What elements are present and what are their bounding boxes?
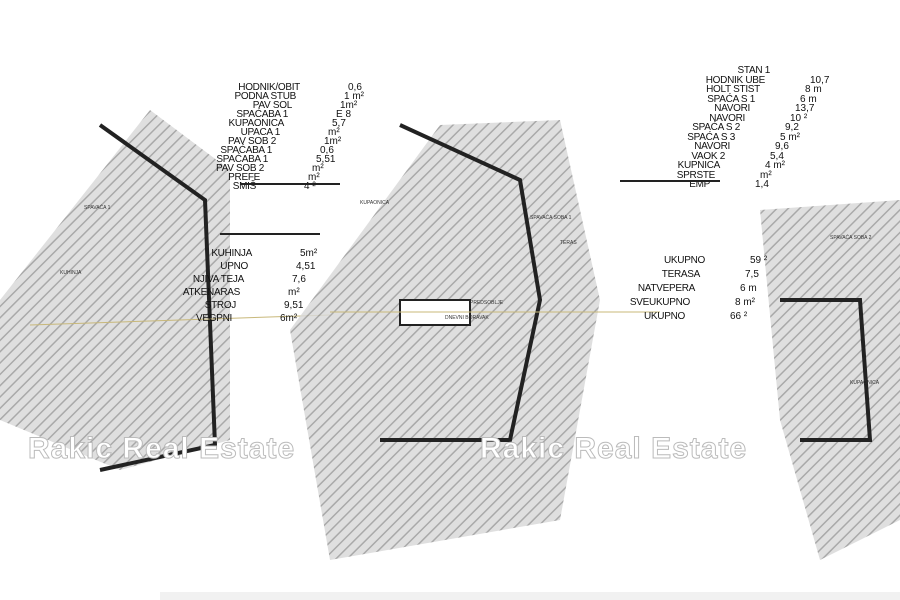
area-row-value: m² (312, 163, 324, 174)
area-row-label: EMP (689, 179, 710, 190)
area-row-value: 7,6 (292, 274, 306, 285)
room-label: KUPAONICA (360, 200, 390, 206)
area-row-label: SPAĆA S 1 (707, 93, 755, 105)
area-row-value: 9,51 (284, 300, 304, 311)
area-row-value: 13,7 (795, 103, 815, 114)
area-row-label: NAVORI (709, 112, 745, 124)
area-row-value: 59 ² (750, 255, 768, 266)
area-row-value: m² (328, 127, 340, 138)
area-row-value: 8 m (805, 84, 822, 95)
area-row-value: 66 ² (730, 311, 748, 322)
area-row-label: SPAĆA S 2 (692, 122, 740, 133)
area-row-label: UKUPNO (664, 255, 705, 266)
area-row-label: UKUPNO (644, 311, 685, 322)
area-row-label: NAVORI (694, 141, 730, 152)
area-row-label: UPNO (220, 261, 248, 272)
room-label: KUHINJA (60, 270, 82, 276)
room-label: KUPAONICA (850, 380, 880, 386)
area-row-value: 5,4 (770, 150, 784, 162)
area-row-value: 4,51 (296, 261, 316, 272)
room-label: PREDSOBLJE (470, 300, 504, 306)
area-row-value: 9,6 (775, 141, 789, 152)
area-row-label: HOLT STIST (706, 84, 760, 95)
area-row-label: SMIŠ (232, 181, 257, 192)
area-row-value: 6 m (740, 283, 757, 294)
area-row-label: KUHINJA (211, 248, 252, 259)
area-row-label: NATVEPERA (637, 283, 695, 294)
area-row-value: 8 m² (735, 297, 755, 308)
table-divider (240, 183, 340, 185)
area-row-value: 7,5 (745, 269, 759, 280)
area-row-label: SPAĆABA 1 (216, 154, 268, 165)
area-row-label: PAV SOL (252, 100, 293, 111)
area-row-label: HODNIK/OBIT (238, 82, 300, 93)
area-row-value: 10,7 (810, 74, 830, 86)
area-row-label: SPAĆABA 1 (236, 109, 288, 120)
area-row-label: KUPNICA (677, 160, 721, 171)
area-row-label: PREFE (228, 172, 260, 183)
area-row-label: NJIVA TEJA (192, 274, 244, 285)
area-row-value: m² (288, 287, 300, 298)
left-building-plan (0, 110, 331, 472)
area-row-label: ATKENARAS (182, 287, 240, 298)
area-row-label: HODNIK UBE (705, 74, 766, 86)
area-row-value: 1 m² (344, 91, 364, 102)
area-row-value: 4 ² (304, 181, 316, 192)
area-row-value: 0,6 (348, 82, 362, 93)
area-row-label: VEGPNI (196, 313, 232, 324)
watermark: Rakic Real Estate (27, 432, 296, 466)
area-row-value: m² (760, 169, 772, 181)
area-row-label: UPACA 1 (240, 127, 281, 138)
area-row-label: SPRSTE (676, 169, 716, 181)
area-row-label: PAV SOB 2 (227, 136, 276, 147)
table-divider (620, 180, 720, 182)
area-row-value: 6m² (280, 313, 298, 324)
area-row-value: 9,2 (785, 122, 799, 133)
area-row-value: 1m² (324, 136, 342, 147)
area-row-label: SVEUKUPNO (629, 297, 690, 308)
area-row-label: SPAĆABA 1 (220, 145, 272, 156)
area-row-value: 10 ² (790, 112, 808, 124)
area-row-value: 0,6 (320, 145, 334, 156)
area-row-label: SPAĆA S 3 (687, 131, 735, 143)
area-row-label: KUPAONICA (228, 118, 285, 129)
area-row-label: PAV SOB 2 (215, 163, 264, 174)
room-label: SPAVAĆA SOBA 1 (530, 215, 572, 221)
area-row-value: 5,7 (332, 118, 346, 129)
area-row-value: E 8 (336, 109, 352, 120)
area-row-label: NAVORI (714, 103, 750, 114)
area-row-value: 5 m² (780, 131, 800, 143)
room-label: SPAVAĆA SOBA 2 (830, 235, 872, 241)
room-label: DNEVNI BORAVAK (445, 315, 489, 321)
center-building-plan (290, 120, 660, 560)
area-row-value: 1m² (340, 100, 358, 111)
table-divider (220, 233, 320, 235)
area-row-label: PODNA STUB (234, 91, 297, 102)
room-label: TERAS (560, 240, 577, 246)
area-row-value: 5,51 (316, 154, 336, 165)
area-row-label: VAOK 2 (691, 150, 725, 162)
area-row-label: TERASA (661, 269, 701, 280)
area-row-value: 4 m² (765, 160, 785, 171)
watermark: Rakic Real Estate (479, 432, 748, 466)
area-row-value: 1,4 (755, 179, 769, 190)
area-row-value: 5m² (300, 248, 318, 259)
right-building-plan (760, 200, 900, 560)
room-label: SPAVAĆA 1 (84, 205, 111, 211)
area-row-label: STROJ (204, 300, 237, 311)
area-row-value: m² (308, 172, 320, 183)
area-row-label: STAN 1 (737, 65, 771, 76)
area-row-value: 6 m (800, 93, 817, 105)
